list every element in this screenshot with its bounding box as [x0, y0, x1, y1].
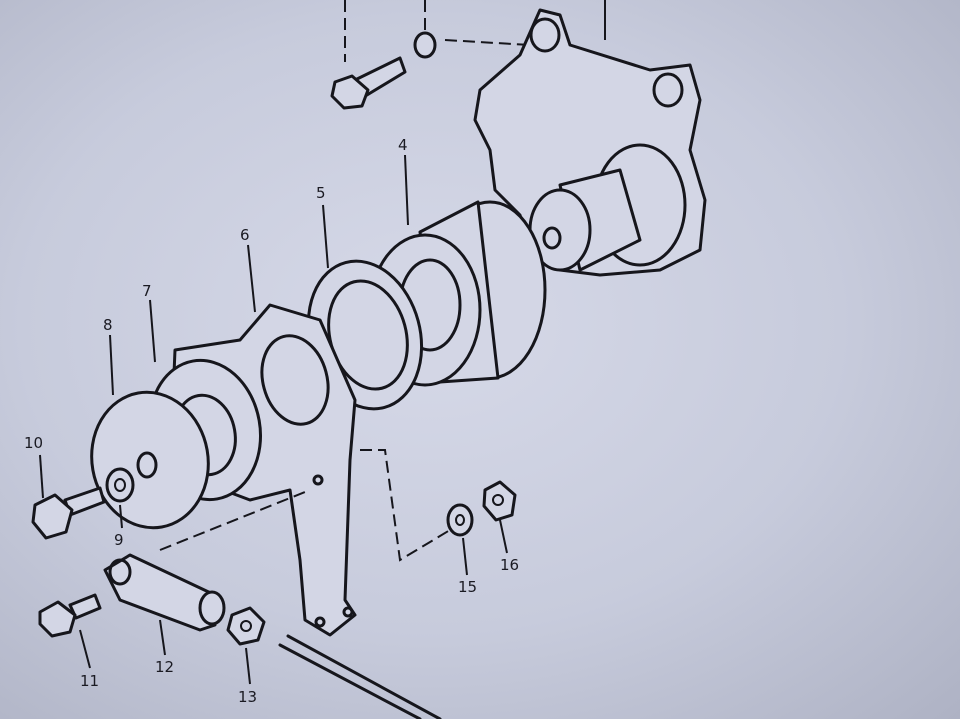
callout-16: 16 — [500, 556, 519, 574]
part-16-nut — [482, 480, 517, 522]
callout-6: 6 — [240, 226, 250, 244]
part-11-bolt — [38, 593, 102, 638]
callout-11: 11 — [80, 672, 99, 690]
part-10-bolt — [31, 486, 106, 540]
callout-10: 10 — [24, 434, 43, 452]
callout-8: 8 — [103, 316, 113, 334]
part-13-nut — [226, 606, 266, 646]
callout-7: 7 — [142, 282, 152, 300]
callout-leaders — [39, 154, 508, 685]
part-15-washer — [446, 503, 474, 537]
part-12-link — [103, 489, 311, 632]
leader-lines — [344, 0, 606, 562]
pulley-bracket-housing — [473, 8, 707, 277]
callout-labels: 4 5 6 7 8 9 10 11 12 13 15 16 — [24, 136, 519, 706]
callout-15: 15 — [458, 578, 477, 596]
callout-5: 5 — [316, 184, 326, 202]
callout-9: 9 — [114, 531, 124, 549]
callout-13: 13 — [238, 688, 257, 706]
callout-12: 12 — [155, 658, 174, 676]
part-9-washer — [105, 467, 135, 503]
callout-4: 4 — [398, 136, 408, 154]
adjusting-rod — [278, 634, 442, 719]
bolt-top — [330, 31, 437, 110]
